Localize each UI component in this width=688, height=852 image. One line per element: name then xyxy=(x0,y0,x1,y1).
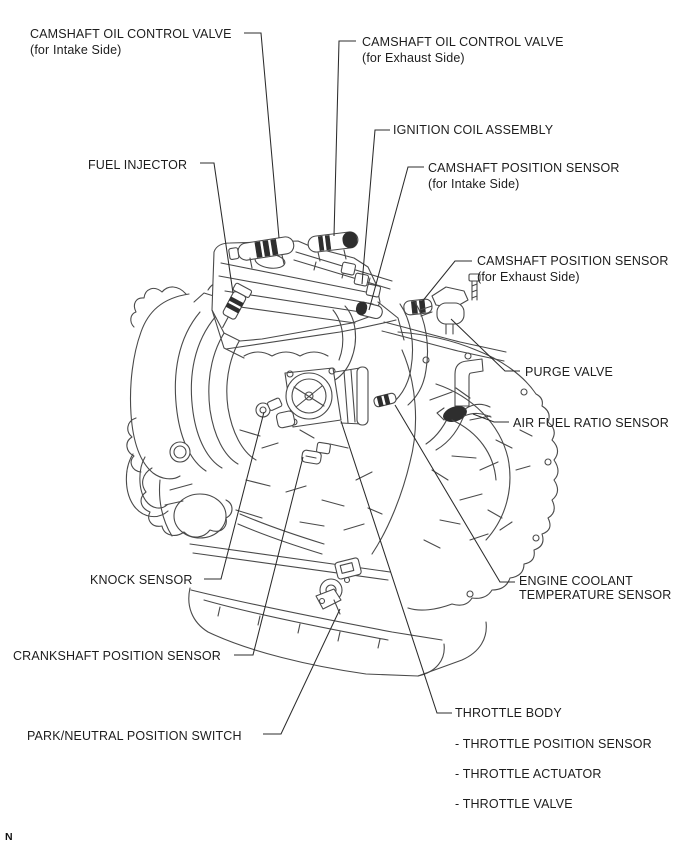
leader-throttle-body xyxy=(340,420,452,714)
crankshaft-position-sensor-part xyxy=(301,441,331,465)
label-camshaft-position-sensor-exhaust: CAMSHAFT POSITION SENSOR (for Exhaust Si… xyxy=(477,253,669,285)
label-line: (for Exhaust Side) xyxy=(362,51,465,65)
label-throttle-valve: - THROTTLE VALVE xyxy=(455,796,573,812)
label-line: CAMSHAFT OIL CONTROL VALVE xyxy=(30,27,232,41)
label-line: CAMSHAFT POSITION SENSOR xyxy=(428,161,620,175)
engine-block xyxy=(189,429,391,581)
label-ignition-coil-assembly: IGNITION COIL ASSEMBLY xyxy=(393,122,553,138)
label-line: CAMSHAFT OIL CONTROL VALVE xyxy=(362,35,564,49)
leader-cps-exhaust xyxy=(420,260,472,304)
label-throttle-actuator: - THROTTLE ACTUATOR xyxy=(455,766,602,782)
park-neutral-switch-part xyxy=(315,557,362,615)
label-line: CAMSHAFT POSITION SENSOR xyxy=(477,254,669,268)
label-line: FUEL INJECTOR xyxy=(88,158,188,172)
label-air-fuel-ratio-sensor: AIR FUEL RATIO SENSOR xyxy=(513,415,669,431)
label-crankshaft-position-sensor: CRANKSHAFT POSITION SENSOR xyxy=(13,648,221,664)
engine-coolant-temp-sensor-part xyxy=(373,392,397,408)
leader-lines xyxy=(200,32,520,735)
leader-knock-sensor xyxy=(204,411,265,580)
ignition-coil-parts xyxy=(340,261,382,298)
label-camshaft-oil-control-valve-exhaust: CAMSHAFT OIL CONTROL VALVE (for Exhaust … xyxy=(362,34,564,66)
label-fuel-injector: FUEL INJECTOR xyxy=(88,157,187,173)
label-camshaft-oil-control-valve-intake: CAMSHAFT OIL CONTROL VALVE (for Intake S… xyxy=(30,26,232,58)
label-line: - THROTTLE VALVE xyxy=(455,797,573,811)
label-line: TEMPERATURE SENSOR xyxy=(519,587,672,602)
label-line: KNOCK SENSOR xyxy=(90,573,193,587)
hoses-and-pipes xyxy=(237,301,507,555)
label-knock-sensor: KNOCK SENSOR xyxy=(90,572,193,588)
label-throttle-body: THROTTLE BODY xyxy=(455,705,562,721)
label-engine-coolant-temperature-sensor: ENGINE COOLANT TEMPERATURE SENSOR xyxy=(519,574,672,602)
label-park-neutral-position-switch: PARK/NEUTRAL POSITION SWITCH xyxy=(27,728,242,744)
air-fuel-ratio-sensor-part xyxy=(436,403,492,422)
label-line: (for Exhaust Side) xyxy=(477,270,580,284)
label-line: - THROTTLE POSITION SENSOR xyxy=(455,737,652,751)
label-line: AIR FUEL RATIO SENSOR xyxy=(513,416,669,430)
leader-fuel-injector xyxy=(200,162,234,294)
label-line: PARK/NEUTRAL POSITION SWITCH xyxy=(27,729,242,743)
exhaust-heat-shield xyxy=(125,441,233,539)
label-camshaft-position-sensor-intake: CAMSHAFT POSITION SENSOR (for Intake Sid… xyxy=(428,160,620,192)
label-line: IGNITION COIL ASSEMBLY xyxy=(393,123,554,137)
leader-pn-switch xyxy=(263,608,341,735)
page-corner-marker: N xyxy=(5,831,13,843)
label-line: CRANKSHAFT POSITION SENSOR xyxy=(13,649,221,663)
camshaft-position-sensor-intake-part xyxy=(355,301,383,320)
label-throttle-position-sensor: - THROTTLE POSITION SENSOR xyxy=(455,736,652,752)
label-line: (for Intake Side) xyxy=(30,43,122,57)
label-line: (for Intake Side) xyxy=(428,177,520,191)
label-line: ENGINE COOLANT xyxy=(519,574,633,588)
leader-cocv-exhaust xyxy=(333,40,356,237)
label-purge-valve: PURGE VALVE xyxy=(525,364,613,380)
leader-crank-sensor xyxy=(234,456,304,656)
purge-valve-part xyxy=(419,286,469,335)
oil-pan xyxy=(188,587,487,677)
leader-afr-sensor xyxy=(472,413,509,423)
transaxle xyxy=(371,331,559,611)
camshaft-oil-control-valve-parts xyxy=(228,231,359,269)
knock-sensor-part xyxy=(255,397,283,418)
leader-cps-intake xyxy=(368,166,424,311)
label-line: PURGE VALVE xyxy=(525,365,614,379)
leader-ect-sensor xyxy=(394,404,515,583)
throttle-body-part xyxy=(275,366,369,429)
leader-cocv-intake xyxy=(244,32,280,239)
label-line: - THROTTLE ACTUATOR xyxy=(455,767,602,781)
label-line: THROTTLE BODY xyxy=(455,706,562,720)
leader-purge-valve xyxy=(450,318,520,372)
leader-ignition-coil xyxy=(361,129,390,285)
fuel-injector-part xyxy=(222,282,253,328)
